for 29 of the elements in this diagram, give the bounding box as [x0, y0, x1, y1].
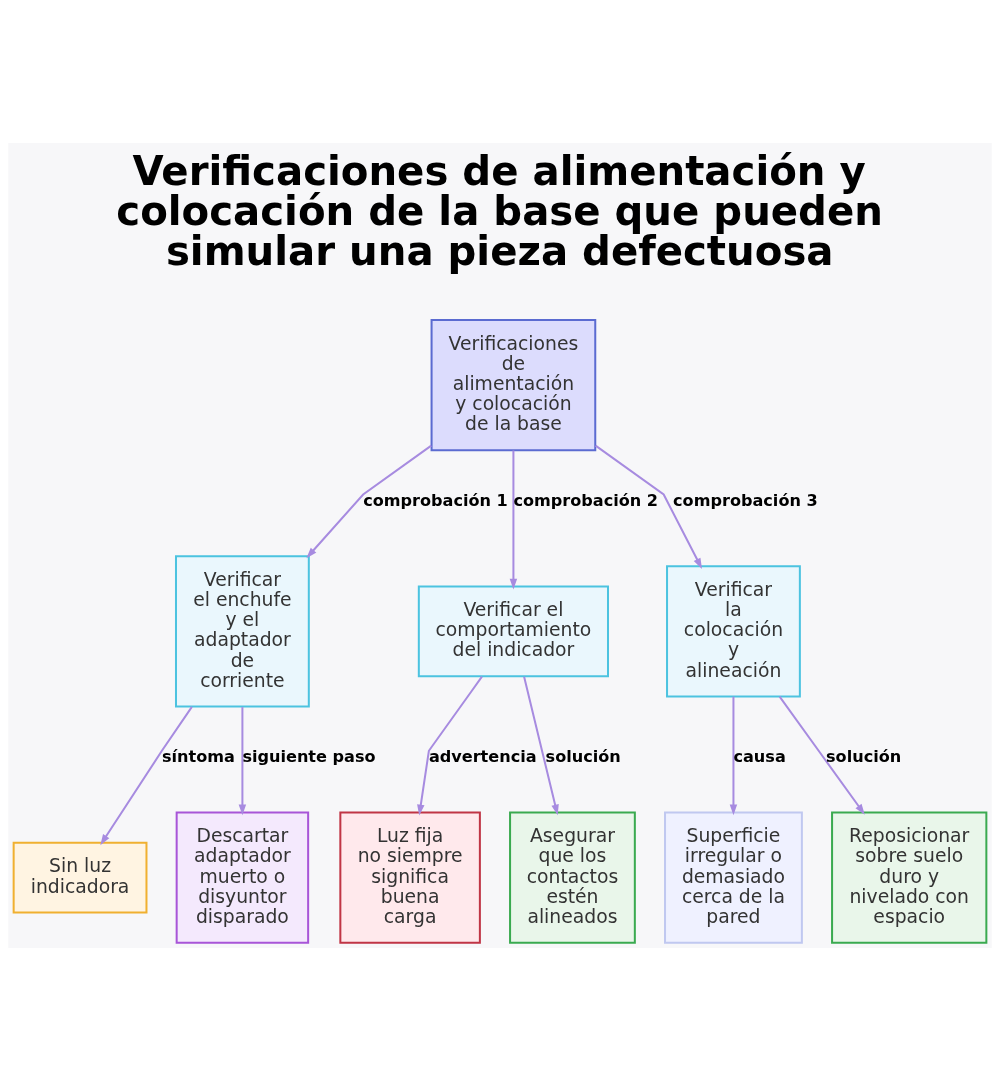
arrow	[100, 706, 193, 846]
edge-label: causa	[733, 747, 786, 767]
arrow	[306, 444, 432, 559]
arrow	[778, 696, 865, 815]
node-box: Luz fija no siempre significa buena carga	[339, 811, 481, 944]
node-box: Verificar el comportamiento del indicador	[417, 585, 609, 678]
edge-label: comprobación 3	[673, 491, 818, 511]
arrow	[729, 696, 738, 816]
node-box: Descartar adaptador muerto o disyuntor disparado	[175, 811, 310, 944]
node-box: Verificar el enchufe y el adaptador de corriente	[175, 555, 310, 708]
edge-label: comprobación 1	[363, 491, 508, 511]
node-box: Sin luz indicadora	[12, 841, 148, 914]
edge-label: advertencia	[428, 747, 537, 767]
arrow	[523, 676, 559, 816]
node-box: Verificar la colocación y alineación	[666, 565, 801, 698]
arrow	[238, 707, 247, 816]
edge-label: solución	[826, 747, 902, 767]
node-box: Reposicionar sobre suelo duro y nivelado con espacio	[831, 811, 988, 944]
arrow	[509, 450, 518, 590]
node-box: Superficie irregular o demasiado cerca de la pared	[664, 811, 803, 944]
edge-label: solución	[545, 747, 621, 767]
edge-label: siguiente paso	[242, 747, 376, 767]
edge-label: síntoma	[161, 747, 235, 767]
edge-label: comprobación 2	[513, 491, 659, 511]
node-box: Asegurar que los contactos estén alineados	[509, 811, 636, 944]
diagram-title: Verificaciones de alimentación y colocación de la base que pueden simular una pieza defectuosa	[116, 147, 883, 275]
arrow	[595, 444, 702, 569]
arrow	[417, 676, 483, 816]
node-box: Verificaciones de alimentación y colocación de la base	[430, 319, 597, 452]
